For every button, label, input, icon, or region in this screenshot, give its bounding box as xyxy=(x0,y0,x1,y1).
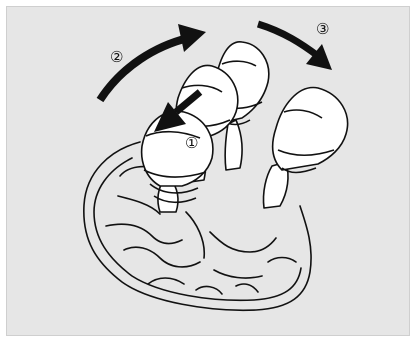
knob-position-4 xyxy=(273,88,348,173)
step-label-2: ② xyxy=(110,48,123,66)
step-label-1: ① xyxy=(185,134,198,152)
step-label-3: ③ xyxy=(316,20,329,38)
